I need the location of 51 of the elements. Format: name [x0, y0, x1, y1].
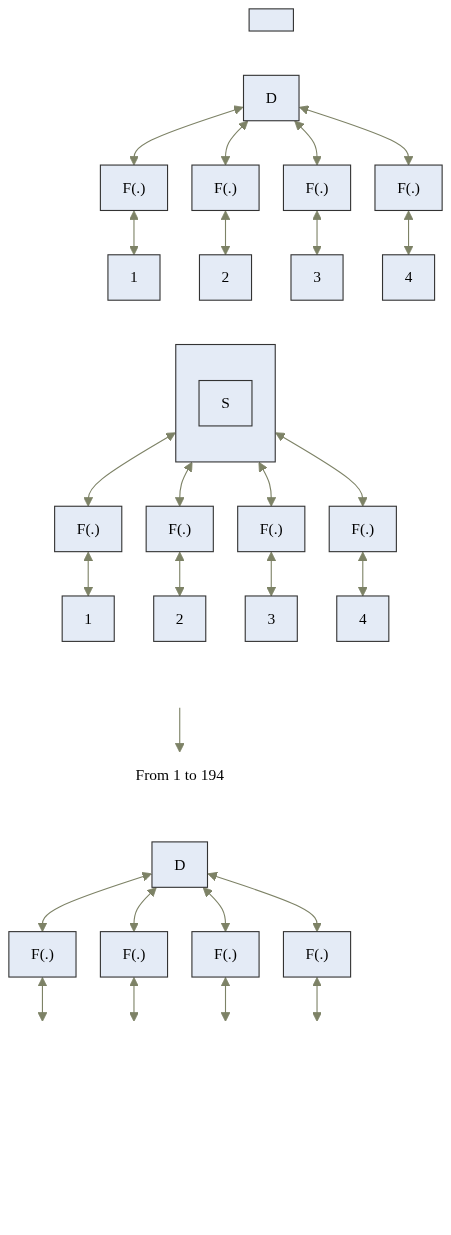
node-box: 4 — [336, 595, 390, 642]
arrow — [83, 551, 94, 597]
node-box: 4 — [381, 254, 436, 301]
node-box: F(.) — [374, 164, 443, 212]
node-box: D — [242, 74, 300, 122]
node-box: F(.) — [282, 931, 352, 978]
arrow — [299, 105, 414, 166]
arrow — [174, 707, 185, 753]
arrow — [312, 977, 322, 1022]
arrow — [220, 977, 231, 1022]
arrow — [266, 551, 277, 597]
node-box: 3 — [244, 595, 298, 642]
node-box: F(.) — [99, 164, 169, 212]
arrow — [174, 551, 185, 597]
arrow — [220, 120, 249, 166]
node-box: 2 — [198, 254, 253, 301]
node-box: S — [198, 379, 253, 427]
arrow — [294, 120, 322, 166]
node-box: 1 — [107, 254, 161, 301]
node-box: 3 — [290, 254, 344, 301]
node-box: F(.) — [282, 164, 352, 212]
arrow — [220, 210, 231, 256]
arrow — [174, 461, 193, 507]
arrow — [202, 887, 231, 933]
arrow — [37, 977, 48, 1022]
node-text: From 1 to 194 — [135, 766, 224, 784]
node-box: D — [151, 841, 209, 888]
node-box: F(.) — [99, 931, 169, 978]
node-box — [248, 8, 294, 32]
node-box: F(.) — [237, 505, 306, 553]
arrow — [129, 210, 139, 256]
arrow — [129, 977, 139, 1022]
arrow — [129, 887, 157, 933]
arrow — [275, 432, 368, 507]
node-box: F(.) — [328, 505, 397, 553]
node-box: F(.) — [191, 931, 260, 978]
arrow — [83, 432, 176, 507]
arrow — [207, 871, 322, 933]
arrow — [403, 210, 414, 256]
node-box: 2 — [153, 595, 207, 642]
node-box: 1 — [61, 595, 115, 642]
arrow — [312, 210, 322, 256]
arrow — [258, 461, 277, 507]
arrow — [37, 871, 152, 933]
arrow — [357, 551, 368, 597]
node-box: F(.) — [145, 505, 214, 553]
node-box: F(.) — [54, 505, 123, 553]
arrow — [129, 105, 244, 166]
node-box: F(.) — [8, 931, 77, 978]
node-box: F(.) — [191, 164, 260, 212]
cluster — [175, 343, 276, 463]
